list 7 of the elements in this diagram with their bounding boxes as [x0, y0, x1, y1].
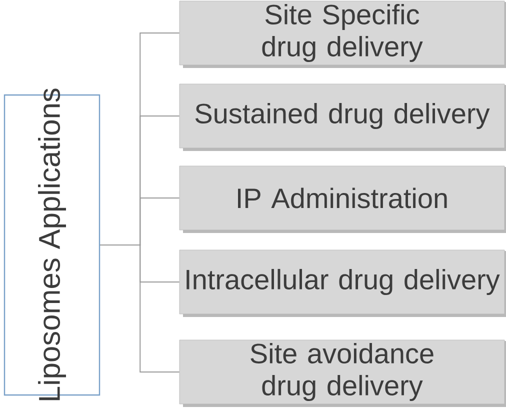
application-box: Intracellular drug delivery: [179, 250, 506, 317]
application-box: Sustained drug delivery: [179, 84, 506, 151]
application-box: Site avoidance drug delivery: [179, 340, 506, 407]
application-box: Site Specific drug delivery: [179, 0, 506, 68]
category-box: Liposomes Applications: [4, 88, 100, 400]
application-box: IP Administration: [179, 166, 506, 233]
connector: [100, 244, 180, 372]
